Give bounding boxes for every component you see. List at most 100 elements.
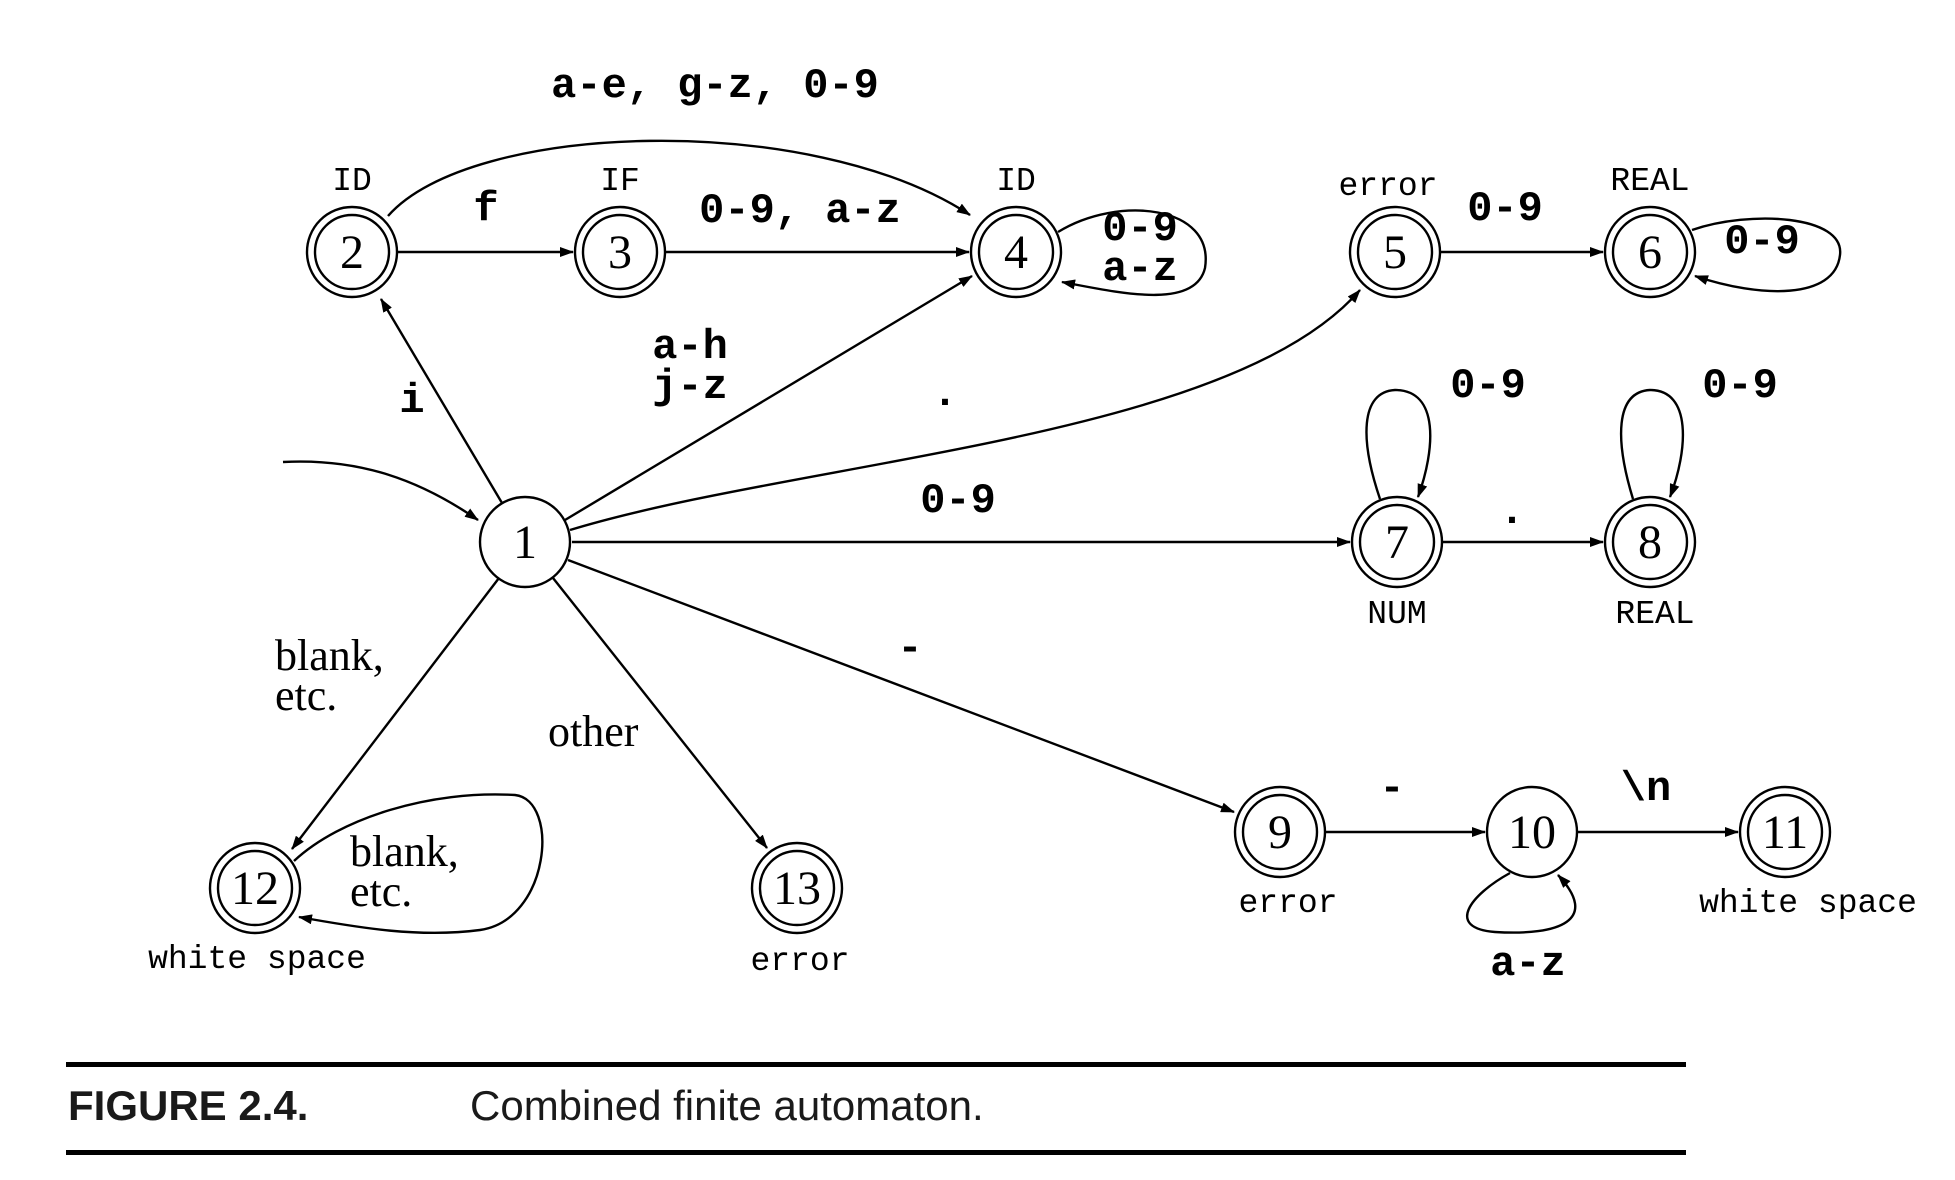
state-11-accept-ring xyxy=(1746,793,1824,871)
state-8: 8 xyxy=(1603,495,1697,589)
transition-label-5-6: 0-9 xyxy=(1467,185,1543,233)
transition-edge-12-12 xyxy=(293,793,544,935)
state-8-circle xyxy=(1603,495,1697,589)
state-3-circle xyxy=(573,205,667,299)
state-3: 3 xyxy=(573,205,667,299)
state-5: 5 xyxy=(1348,205,1442,299)
transition-edge-7-7 xyxy=(1365,388,1432,500)
state-11-number: 11 xyxy=(1762,806,1808,859)
state-5-circle xyxy=(1348,205,1442,299)
transition-label-12-12: blank, xyxy=(350,827,459,876)
state-4-number: 4 xyxy=(1004,226,1028,279)
state-2: 2 xyxy=(305,205,399,299)
transition-edge-1-4 xyxy=(564,274,973,522)
state-2-circle xyxy=(305,205,399,299)
transition-edge-1-5 xyxy=(569,289,1361,532)
transition-edge-1-12 xyxy=(291,577,500,850)
transition-label-7-8: . xyxy=(1499,488,1524,536)
state-13-accept-ring xyxy=(758,849,836,927)
state-3-accept-ring xyxy=(581,213,659,291)
state-6-number: 6 xyxy=(1638,226,1662,279)
state-11-token: white space xyxy=(1699,885,1917,922)
state-7-accept-ring xyxy=(1358,503,1436,581)
state-6: 6 xyxy=(1603,205,1697,299)
state-1-number: 1 xyxy=(513,516,537,569)
state-6-accept-ring xyxy=(1611,213,1689,291)
state-10: 10 xyxy=(1485,785,1579,879)
state-4: 4 xyxy=(969,205,1063,299)
transition-label-2-4: a-e, g-z, 0-9 xyxy=(551,62,879,110)
state-13-token: error xyxy=(750,943,849,980)
state-5-token: error xyxy=(1338,168,1437,205)
figure-number: FIGURE 2.4. xyxy=(68,1082,309,1129)
transition-label-1-2: i xyxy=(399,377,424,425)
transition-label-1-9: - xyxy=(897,625,922,673)
state-7: 7 xyxy=(1350,495,1444,589)
transition-label-6-6: 0-9 xyxy=(1724,218,1800,266)
state-12-number: 12 xyxy=(231,862,279,915)
state-8-number: 8 xyxy=(1638,516,1662,569)
state-8-accept-ring xyxy=(1611,503,1689,581)
state-10-circle xyxy=(1485,785,1579,879)
start-arrow xyxy=(282,460,479,521)
state-12: 12 xyxy=(208,841,302,935)
transition-edge-2-4 xyxy=(387,139,971,217)
figure-title: Combined finite automaton. xyxy=(470,1082,984,1129)
state-9-accept-ring xyxy=(1241,793,1319,871)
state-6-circle xyxy=(1603,205,1697,299)
state-10-number: 10 xyxy=(1508,806,1556,859)
state-9-number: 9 xyxy=(1268,806,1292,859)
state-11: 11 xyxy=(1738,785,1832,879)
state-12-token: white space xyxy=(148,941,366,978)
state-7-token: NUM xyxy=(1367,596,1426,633)
state-6-token: REAL xyxy=(1610,163,1689,200)
transition-label-12-12: etc. xyxy=(350,867,412,916)
state-11-circle xyxy=(1738,785,1832,879)
transition-label-4-4: 0-9 xyxy=(1102,205,1178,253)
state-8-token: REAL xyxy=(1615,596,1694,633)
transition-label-1-7: 0-9 xyxy=(920,477,996,525)
transition-edge-8-8 xyxy=(1619,388,1685,500)
state-12-circle xyxy=(208,841,302,935)
transition-label-7-7: 0-9 xyxy=(1450,362,1526,410)
state-5-number: 5 xyxy=(1383,226,1407,279)
caption-rule-top xyxy=(66,1062,1686,1067)
transition-label-1-13: other xyxy=(548,707,639,756)
state-1: 1 xyxy=(478,495,572,589)
transition-edge-10-10 xyxy=(1466,871,1577,934)
transition-label-4-4: a-z xyxy=(1102,245,1178,293)
transition-edge-1-9 xyxy=(567,558,1235,814)
state-3-token: IF xyxy=(600,163,640,200)
state-13-number: 13 xyxy=(773,862,821,915)
state-2-number: 2 xyxy=(340,226,364,279)
state-2-accept-ring xyxy=(313,213,391,291)
caption-rule-bottom xyxy=(66,1150,1686,1155)
transition-edge-1-2 xyxy=(379,298,504,504)
transition-edge-6-6 xyxy=(1691,217,1842,293)
transition-label-1-12: etc. xyxy=(275,671,337,720)
state-12-accept-ring xyxy=(216,849,294,927)
state-1-circle xyxy=(478,495,572,589)
transition-label-1-12: blank, xyxy=(275,631,384,680)
transition-label-1-4: a-h xyxy=(652,323,728,371)
transition-label-10-11: \n xyxy=(1621,765,1671,813)
transition-label-10-10: a-z xyxy=(1490,940,1566,988)
transition-label-8-8: 0-9 xyxy=(1702,362,1778,410)
state-4-accept-ring xyxy=(977,213,1055,291)
state-5-accept-ring xyxy=(1356,213,1434,291)
state-7-number: 7 xyxy=(1385,516,1409,569)
transition-label-3-4: 0-9, a-z xyxy=(699,187,901,235)
transition-edge-4-4 xyxy=(1057,209,1207,297)
transition-label-1-5: . xyxy=(932,370,957,418)
state-7-circle xyxy=(1350,495,1444,589)
state-13-circle xyxy=(750,841,844,935)
transition-label-9-10: - xyxy=(1379,765,1404,813)
transition-label-1-4: j-z xyxy=(652,363,728,411)
state-4-token: ID xyxy=(996,163,1036,200)
state-9: 9 xyxy=(1233,785,1327,879)
state-9-token: error xyxy=(1238,885,1337,922)
state-3-number: 3 xyxy=(608,226,632,279)
transition-label-2-3: f xyxy=(473,185,498,233)
state-2-token: ID xyxy=(332,163,372,200)
